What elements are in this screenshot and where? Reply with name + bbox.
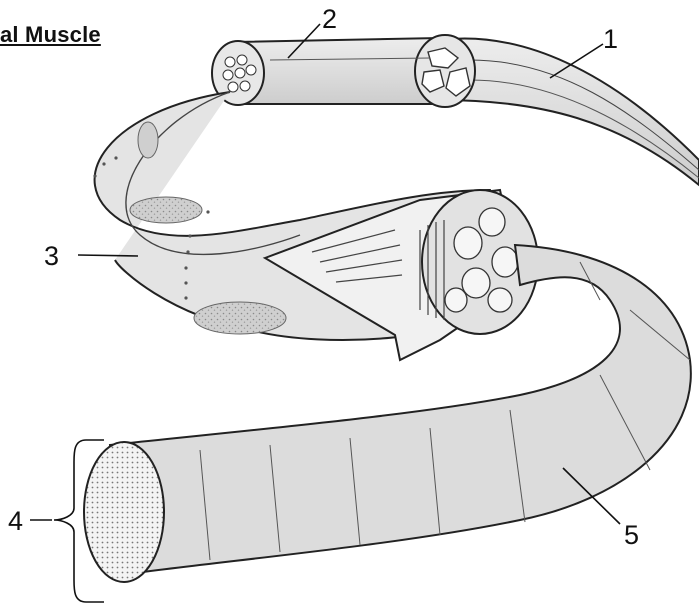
fascicle (212, 35, 475, 107)
diagram-title: al Muscle (0, 22, 101, 48)
label-4: 4 (8, 506, 23, 536)
muscle-tendon (440, 39, 699, 186)
label-2: 2 (322, 4, 337, 34)
label-3: 3 (44, 241, 59, 271)
label-1: 1 (603, 24, 618, 54)
label-5: 5 (624, 520, 639, 550)
